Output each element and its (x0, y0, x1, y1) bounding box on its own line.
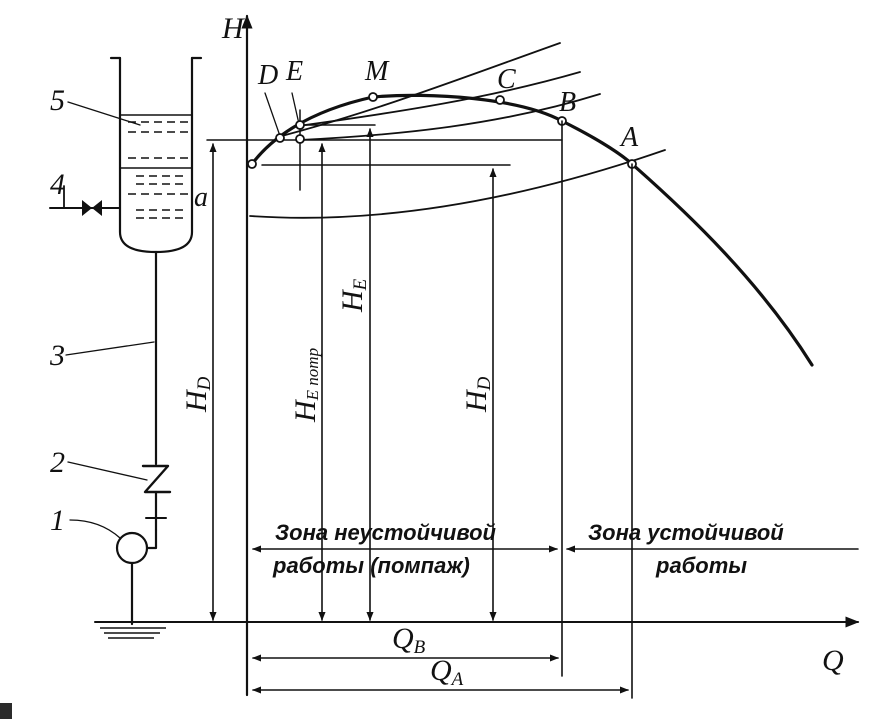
installation-schematic (49, 56, 203, 639)
unstable-zone-label-1: Зона неустойчивой (275, 520, 497, 545)
qb-label: QB (392, 622, 426, 658)
point-a-label: A (619, 122, 639, 153)
leader-5 (67, 101, 141, 126)
leader-2 (67, 461, 148, 481)
sump-hatch (100, 627, 166, 639)
check-valve (141, 464, 172, 494)
pump-discharge (145, 528, 158, 550)
part-label-4: 4 (50, 168, 65, 201)
point-m-label: M (364, 56, 390, 87)
point-e-label: E (285, 56, 303, 87)
network-curve-top (277, 42, 561, 138)
qa-label: QA (430, 654, 464, 690)
he-potr-label: HE потр (289, 348, 322, 423)
valve-symbol (82, 200, 102, 216)
network-curve-b (299, 93, 601, 141)
part-label-2: 2 (50, 446, 65, 479)
point-m-marker (368, 92, 378, 102)
network-curve-c (297, 71, 581, 127)
unstable-zone-label-2: работы (помпаж) (272, 553, 470, 578)
point-d-label: D (257, 60, 278, 91)
point-d-marker (275, 133, 285, 143)
hd-left-label: HD (180, 376, 215, 413)
hd-right-label: HD (460, 376, 495, 413)
q-axis-label: Q (822, 644, 844, 677)
point-b-label: B (559, 87, 576, 118)
tank-body (118, 56, 194, 254)
point-c-marker (495, 95, 505, 105)
part-label-3: 3 (49, 339, 65, 372)
pump-characteristic-curve (250, 93, 814, 367)
leader-e (291, 92, 300, 125)
stable-zone-label-2: работы (655, 553, 747, 578)
liquid-dashes (128, 121, 188, 219)
point-c-label: C (497, 64, 516, 95)
point-start-marker (247, 159, 257, 169)
part-label-a: a (194, 182, 208, 213)
part-label-5: 5 (50, 84, 65, 117)
h-axis-label: H (221, 12, 246, 45)
point-e-marker (295, 120, 305, 130)
network-curve-a (249, 149, 666, 219)
leader-3 (65, 341, 155, 356)
pump-symbol (115, 531, 149, 565)
point-e2-marker (295, 134, 305, 144)
he-label: HE (336, 278, 371, 313)
stable-zone-label-1: Зона устойчивой (588, 520, 784, 545)
leader-1 (69, 519, 121, 539)
corner-mark (0, 703, 12, 719)
part-label-1: 1 (50, 504, 65, 537)
leader-d (264, 92, 281, 137)
